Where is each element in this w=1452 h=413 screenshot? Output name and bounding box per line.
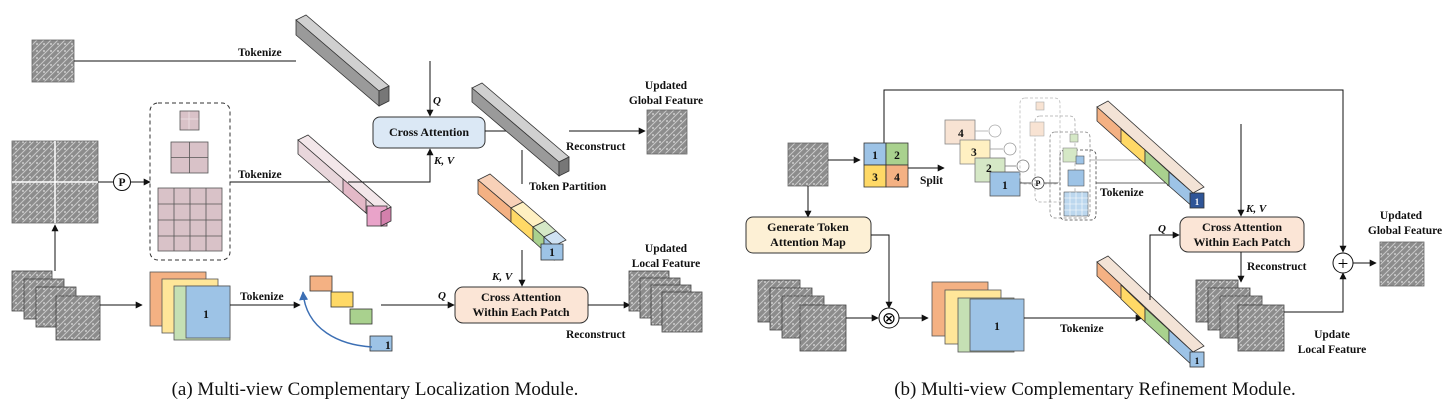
cross-attention-label: Cross Attention (389, 125, 469, 139)
split-label: Split (920, 175, 943, 187)
patch-attention-line2: Within Each Patch (472, 305, 569, 319)
global-input-image (31, 39, 75, 83)
patch-pool-operators (988, 124, 1045, 190)
multiply-symbol: ⊗ (882, 309, 896, 328)
local-input-stack-b (757, 279, 847, 352)
patch-num-1: 1 (1002, 180, 1008, 192)
token-one-label: 1 (385, 340, 391, 352)
split-patches (944, 119, 1021, 197)
grid-num-4: 4 (894, 172, 900, 184)
local-to-sum-arrow (1284, 272, 1347, 313)
kv-label-bottom: K, V (491, 271, 514, 283)
grid-num-1: 1 (872, 150, 878, 162)
caption-b: (b) Multi-view Complementary Refinement … (894, 379, 1296, 400)
pyramid-level-3 (157, 187, 223, 252)
token-attention-line2: Attention Map (770, 235, 846, 249)
feature-one-label: 1 (203, 309, 209, 321)
input-image-b (787, 142, 829, 187)
updated-local-stack-b (1195, 279, 1285, 352)
reconstruct-b-label: Reconstruct (1247, 261, 1307, 273)
updated-global-image-b (1379, 241, 1425, 287)
local-token-staircase (309, 275, 393, 352)
pyramid-level-2 (170, 141, 209, 174)
updated-global-line1: Updated (645, 80, 688, 92)
bottom-bar-one-label: 1 (1195, 356, 1200, 366)
patch-arrows (975, 130, 1173, 186)
refine-token-bar-bottom (1096, 255, 1205, 368)
updated-global-line2: Global Feature (629, 95, 703, 107)
grid-num-2: 2 (894, 150, 900, 162)
attention-map-to-multiply (871, 234, 893, 309)
token-attention-line1: Generate Token (767, 220, 849, 234)
pool-operator-label: P (118, 177, 125, 189)
update-local-line2: Local Feature (1298, 344, 1366, 356)
refine-token-bar-top (1096, 100, 1205, 209)
tokenize-top-b-label: Tokenize (1100, 187, 1144, 199)
pyramid-box (149, 102, 231, 261)
tokenize-bottom-label: Tokenize (240, 291, 284, 303)
patch-pyramids (1019, 97, 1097, 221)
reconstruct-bottom-label: Reconstruct (566, 329, 626, 341)
patch-attention-b-line2: Within Each Patch (1193, 235, 1290, 249)
updated-local-line2: Local Feature (632, 258, 700, 270)
grid-num-3: 3 (872, 172, 878, 184)
sum-symbol: + (1338, 254, 1349, 275)
local-feature-stack (149, 271, 231, 341)
updated-global-b-line2: Global Feature (1368, 225, 1442, 237)
updated-global-b-line1: Updated (1380, 210, 1423, 222)
kv-label-b: K, V (1245, 203, 1268, 215)
token-partition-label: Token Partition (529, 181, 607, 193)
q-label-b: Q (1158, 223, 1166, 235)
tokenize-mid-label: Tokenize (238, 169, 282, 181)
kv-label-top: K, V (433, 155, 456, 167)
feature-b-one-label: 1 (994, 321, 1000, 333)
kv-arrow-top (348, 148, 434, 183)
patch-attention-line1: Cross Attention (481, 290, 561, 304)
patch-num-3: 3 (971, 147, 977, 159)
panel-b: 1 2 3 4 Split 4 3 2 1 P (745, 89, 1442, 400)
patch-num-4: 4 (958, 128, 964, 140)
updated-local-line1: Updated (645, 243, 688, 255)
pool-operator-b-label: P (1036, 179, 1041, 188)
local-feature-stack-b (931, 281, 1025, 353)
update-local-line1: Update (1314, 329, 1350, 341)
attended-token-bar (471, 82, 570, 177)
q-label-bottom: Q (438, 290, 446, 302)
q-label-top: Q (433, 95, 441, 107)
multiview-input-stack (11, 270, 101, 341)
multiview-quad-image (11, 140, 99, 224)
tokenize-top-label: Tokenize (238, 47, 282, 59)
global-skip-connection (883, 89, 1347, 253)
tokenize-bottom-b-label: Tokenize (1060, 323, 1104, 335)
partitioned-token-bar (477, 173, 567, 261)
caption-a: (a) Multi-view Complementary Localizatio… (172, 379, 579, 400)
reconstruct-top-label: Reconstruct (566, 141, 626, 153)
token-cycle-arrow (299, 291, 373, 348)
patch-num-2: 2 (986, 163, 992, 175)
split-grid (863, 142, 909, 188)
patch-attention-b-line1: Cross Attention (1202, 220, 1282, 234)
multiscale-token-bar (297, 134, 392, 227)
updated-local-stack (628, 270, 703, 333)
q-arrow-b (1149, 231, 1180, 300)
panel-a: Tokenize Q Cross Attention Reconstruct U… (11, 14, 703, 400)
cross-attention-box (372, 116, 486, 149)
top-bar-one-label: 1 (1195, 197, 1200, 207)
patch-cross-attention-box-b (1179, 216, 1305, 253)
partition-one-label: 1 (549, 247, 555, 259)
pool-operator (113, 173, 131, 191)
updated-global-image (646, 109, 688, 155)
pyramid-level-1 (179, 110, 200, 131)
global-token-bar (295, 14, 390, 107)
